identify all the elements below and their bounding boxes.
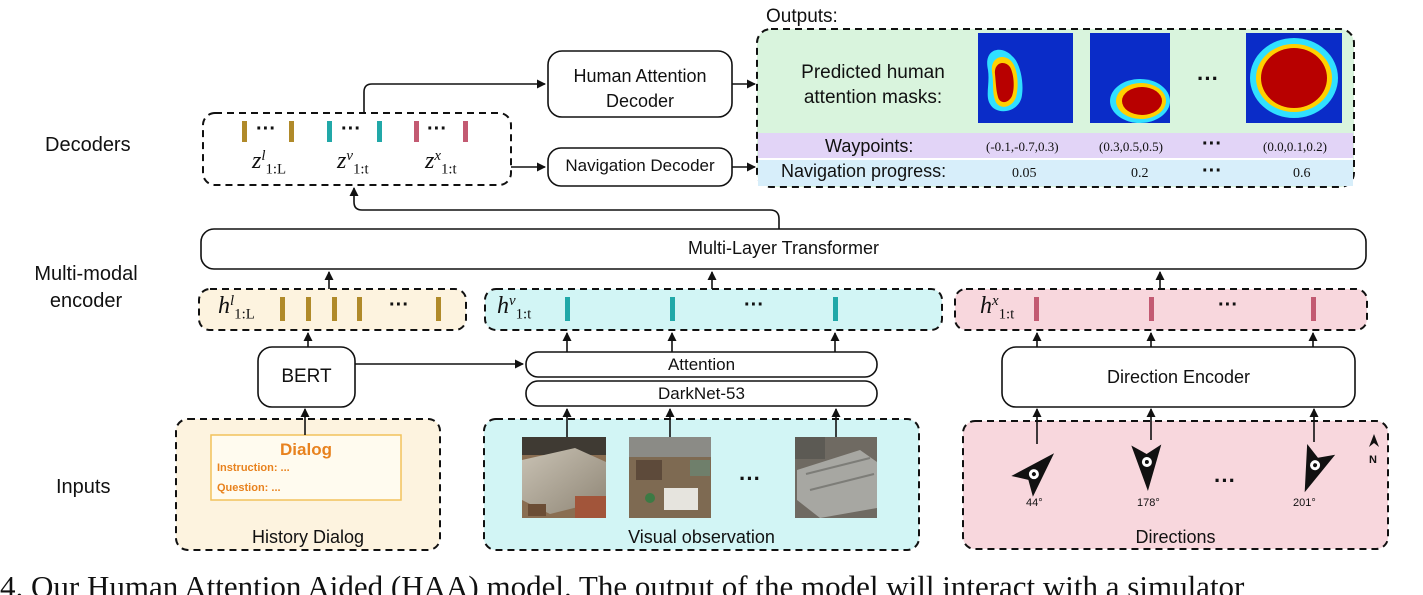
direction-embedding-symbol: hx1:t <box>980 293 1015 323</box>
model-diagram <box>175 28 1389 551</box>
arrow-latent-to-human-decoder <box>363 79 546 113</box>
latent-visual-symbol: zv1:t <box>337 148 369 178</box>
darknet-label: DarkNet-53 <box>658 384 745 403</box>
progress-label: Navigation progress: <box>781 161 947 181</box>
visual-embedding-symbol: hv1:t <box>497 293 532 323</box>
text-tokens-ellipsis: ··· <box>389 294 409 316</box>
satellite-image-3 <box>795 437 877 518</box>
input-to-encoder-arrows <box>300 408 1319 444</box>
progress-band <box>758 159 1353 186</box>
latent-direction-symbol: zx1:t <box>425 148 457 178</box>
visual-observation-label: Visual observation <box>628 527 775 547</box>
human-attention-decoder-line2: Decoder <box>605 91 675 111</box>
waypoints-band <box>758 133 1353 159</box>
latent-text-symbol: zl1:L <box>252 148 287 178</box>
visual-images-ellipsis: ··· <box>739 466 761 491</box>
navigation-decoder-label: Navigation Decoder <box>565 156 715 175</box>
decoders-row-label: Decoders <box>45 134 131 156</box>
inputs-row-label: Inputs <box>56 476 111 498</box>
encoder-row-label-line2: encoder <box>49 290 123 312</box>
attention-mask-2 <box>1090 33 1170 123</box>
dialog-title: Dialog <box>280 440 332 459</box>
latent-direction-ellipsis: ··· <box>427 118 447 140</box>
masks-label: Predicted human attention masks: <box>783 60 963 110</box>
progress-value-1: 0.05 <box>1012 166 1037 181</box>
direction-encoder-box <box>1001 346 1356 408</box>
direction-encoder-label: Direction Encoder <box>1106 367 1251 387</box>
transformer-box <box>200 228 1367 270</box>
latent-direction-tokens <box>414 121 468 142</box>
dialog-card <box>210 434 402 501</box>
waypoints-label: Waypoints: <box>825 136 914 156</box>
history-dialog-label: History Dialog <box>251 527 365 547</box>
attention-box <box>525 351 878 378</box>
direction-arrow-201 <box>1304 443 1336 493</box>
latent-visual-tokens <box>327 121 382 142</box>
attention-mask-1 <box>978 33 1073 123</box>
direction-arrow-178 <box>1131 444 1162 491</box>
direction-token-panel <box>954 288 1368 331</box>
waypoints-ellipsis: ··· <box>1202 133 1222 155</box>
outputs-title: Outputs: <box>766 6 838 27</box>
attention-label: Attention <box>667 355 736 374</box>
visual-tokens <box>565 297 838 321</box>
human-attention-decoder-line1: Human Attention <box>573 66 707 86</box>
latent-token-panel <box>202 112 512 186</box>
waypoint-value-2: (0.3,0.5,0.5) <box>1099 139 1163 154</box>
text-tokens <box>280 297 441 321</box>
latent-visual-ellipsis: ··· <box>341 118 361 140</box>
visual-tokens-ellipsis: ··· <box>744 294 764 316</box>
direction-tokens <box>1034 297 1316 321</box>
latent-text-tokens <box>242 121 294 142</box>
direction-arrow-44 <box>1011 453 1055 497</box>
dialog-question: Question: ... <box>217 482 281 494</box>
transformer-label: Multi-Layer Transformer <box>687 238 880 258</box>
attention-mask-3 <box>1246 33 1342 123</box>
direction-tokens-ellipsis: ··· <box>1218 294 1238 316</box>
north-label: N <box>1369 454 1377 466</box>
encoder-row-label-line1: Multi-modal <box>34 263 138 285</box>
encoder-row-label: Multi-modal encoder <box>32 261 140 315</box>
latent-text-ellipsis: ··· <box>256 118 276 140</box>
satellite-image-2 <box>629 437 711 518</box>
progress-value-3: 0.6 <box>1293 166 1311 181</box>
masks-label-line1: Predicted human <box>801 62 945 83</box>
masks-ellipsis: ··· <box>1197 66 1219 91</box>
direction-angle-1: 44° <box>1026 497 1043 509</box>
waypoint-value-1: (-0.1,-0.7,0.3) <box>986 139 1059 154</box>
encoder-internal-arrows <box>303 332 1318 369</box>
visual-token-panel <box>484 288 943 331</box>
bert-label: BERT <box>281 366 332 387</box>
token-to-transformer-arrows <box>324 271 1165 289</box>
north-indicator-icon <box>1369 434 1379 447</box>
waypoint-value-3: (0.0,0.1,0.2) <box>1263 139 1327 154</box>
direction-angle-3: 201° <box>1293 497 1316 509</box>
direction-angle-2: 178° <box>1137 497 1160 509</box>
directions-panel <box>962 420 1389 550</box>
masks-label-line2: attention masks: <box>803 87 943 108</box>
progress-value-2: 0.2 <box>1131 166 1149 181</box>
text-embedding-symbol: hl1:L <box>218 293 255 323</box>
human-attention-decoder-label: Human Attention Decoder <box>548 64 732 114</box>
darknet-box <box>525 380 878 407</box>
progress-ellipsis: ··· <box>1202 160 1222 182</box>
satellite-image-1 <box>522 437 606 518</box>
bert-box <box>257 346 356 408</box>
figure-caption: 4. Our Human Attention Aided (HAA) model… <box>0 572 1245 595</box>
dialog-instruction: Instruction: ... <box>217 462 290 474</box>
directions-label: Directions <box>1135 527 1216 547</box>
arrow-transformer-to-latent <box>349 187 780 229</box>
directions-ellipsis: ··· <box>1214 468 1236 493</box>
